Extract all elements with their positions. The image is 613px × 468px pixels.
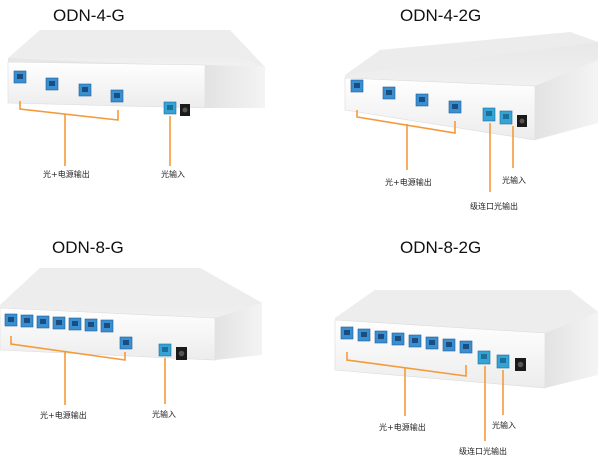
device-odn-4-2g <box>344 32 598 192</box>
callout-lines <box>346 352 504 441</box>
label-optical-input: 光输入 <box>161 170 185 179</box>
label-optical-input: 光输入 <box>502 176 526 185</box>
callout-lines <box>10 336 166 405</box>
label-optical-power-output: 光+电源输出 <box>40 411 87 420</box>
label-optical-power-output: 光+电源输出 <box>385 178 432 187</box>
device-title-odn-4-g: ODN-4-G <box>53 6 125 25</box>
label-optical-input: 光输入 <box>152 410 176 419</box>
label-optical-input: 光输入 <box>492 421 516 430</box>
device-title-odn-4-2g: ODN-4-2G <box>400 6 482 25</box>
ethernet-ports <box>350 79 462 114</box>
ethernet-ports <box>13 70 124 103</box>
ethernet-ports <box>4 313 133 350</box>
device-odn-8-g <box>0 268 262 405</box>
label-cascade-optical-output: 级连口光输出 <box>470 202 518 211</box>
ethernet-ports <box>340 326 473 354</box>
device-odn-8-2g <box>334 290 598 441</box>
device-title-odn-8-g: ODN-8-G <box>52 238 124 257</box>
callout-lines <box>356 110 514 192</box>
device-title-odn-8-2g: ODN-8-2G <box>400 238 482 257</box>
label-optical-power-output: 光+电源输出 <box>379 423 426 432</box>
label-cascade-optical-output: 级连口光输出 <box>459 447 507 456</box>
label-optical-power-output: 光+电源输出 <box>43 170 90 179</box>
callout-lines <box>19 101 171 166</box>
device-odn-4-g <box>7 30 265 166</box>
